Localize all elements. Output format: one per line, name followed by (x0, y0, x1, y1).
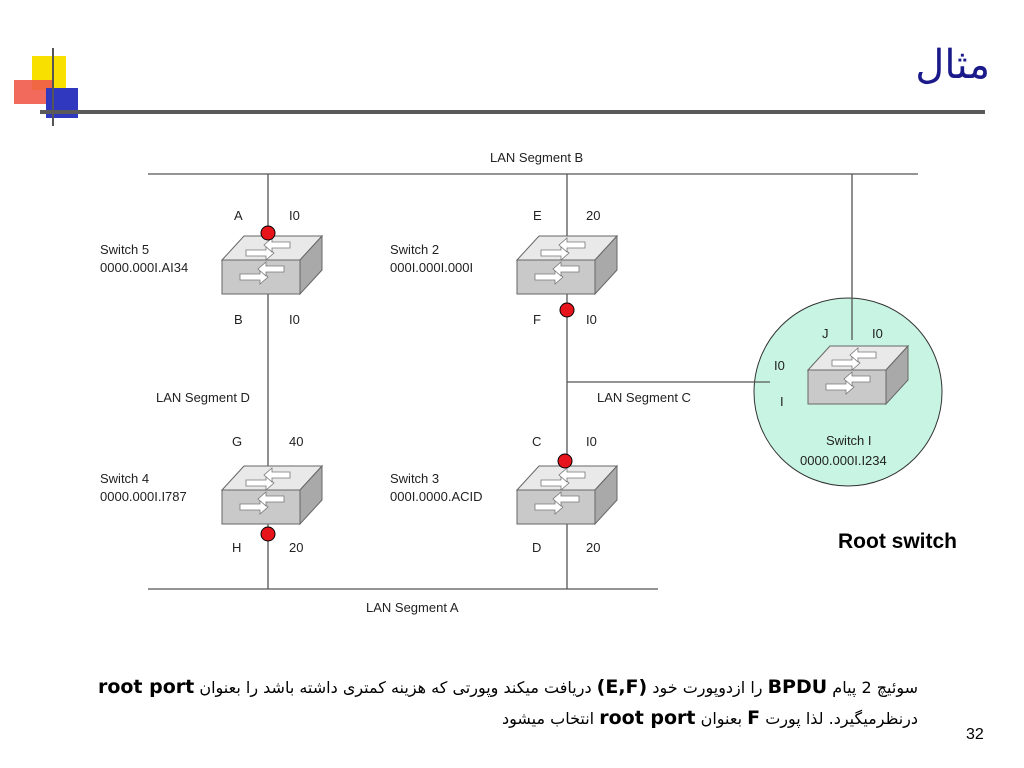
switch-5-name: Switch 5 (100, 242, 149, 257)
footer-part-6: انتخاب میشود (501, 709, 595, 728)
footer-bold-port-f: F (747, 707, 761, 729)
port-e-letter: E (533, 208, 542, 223)
footer-bold-root-port-2: root port (599, 707, 696, 729)
port-f-letter: F (533, 312, 541, 327)
network-diagram: LAN Segment B LAN Segment A LAN Segment … (100, 150, 943, 615)
lan-segment-a-label: LAN Segment A (366, 600, 459, 615)
decor-red-square (14, 80, 52, 104)
port-c-cost: I0 (586, 434, 597, 449)
lan-segment-c-label: LAN Segment C (597, 390, 691, 405)
slide-title: مثال (915, 42, 990, 88)
switch-1-icon (807, 345, 909, 405)
port-d-letter: D (532, 540, 541, 555)
port-marker-c (557, 453, 573, 469)
lan-segment-d-label: LAN Segment D (156, 390, 250, 405)
port-d-cost: 20 (586, 540, 600, 555)
root-switch-label: Root switch (838, 530, 957, 553)
port-j-cost: I0 (872, 326, 883, 341)
port-a-letter: A (234, 208, 243, 223)
port-marker-a (260, 225, 276, 241)
page-number: 32 (966, 726, 984, 743)
switch-1-address: 0000.000I.I234 (800, 453, 887, 468)
port-h-letter: H (232, 540, 241, 555)
port-e-cost: 20 (586, 208, 600, 223)
footer-bold-bpdu: BPDU (767, 676, 828, 698)
footer-part-5: بعنوان (700, 709, 743, 728)
port-b-letter: B (234, 312, 243, 327)
switch-1-name: Switch I (826, 433, 872, 448)
port-f-cost: I0 (586, 312, 597, 327)
decor-vertical-line (52, 48, 54, 126)
switch-4-name: Switch 4 (100, 471, 149, 486)
switch-2-address: 000I.000I.000I (390, 260, 473, 275)
switch-3-name: Switch 3 (390, 471, 439, 486)
port-g-cost: 40 (289, 434, 303, 449)
switch-4-address: 0000.000I.I787 (100, 489, 187, 504)
footer-part-2: را ازدوپورت خود (652, 678, 763, 697)
port-i-letter: I (780, 394, 784, 409)
switch-3-icon (516, 465, 618, 525)
footer-part-3: دریافت میکند وپورتی که هزینه کمتری داشته… (199, 678, 592, 697)
switch-2-name: Switch 2 (390, 242, 439, 257)
port-marker-f (559, 302, 575, 318)
explanation-text: سوئیچ 2 پیام BPDU را ازدوپورت خود (E,F) … (90, 672, 918, 734)
switch-3-address: 000I.0000.ACID (390, 489, 483, 504)
footer-part-1: سوئیچ 2 پیام (832, 678, 918, 697)
port-i-cost: I0 (774, 358, 785, 373)
port-h-cost: 20 (289, 540, 303, 555)
footer-bold-ports: (E,F) (596, 676, 648, 698)
port-a-cost: I0 (289, 208, 300, 223)
switch-4-icon (221, 465, 323, 525)
footer-part-4: درنظرمیگیرد. لذا پورت (765, 709, 918, 728)
port-c-letter: C (532, 434, 541, 449)
footer-bold-root-port-1: root port (97, 676, 195, 698)
port-b-cost: I0 (289, 312, 300, 327)
title-underline (40, 110, 985, 114)
port-marker-h (260, 526, 276, 542)
switch-2-icon (516, 235, 618, 295)
port-j-letter: J (822, 326, 829, 341)
switch-5-address: 0000.000I.AI34 (100, 260, 188, 275)
port-g-letter: G (232, 434, 242, 449)
lan-segment-b-label: LAN Segment B (490, 150, 583, 165)
switch-5-icon (221, 235, 323, 295)
